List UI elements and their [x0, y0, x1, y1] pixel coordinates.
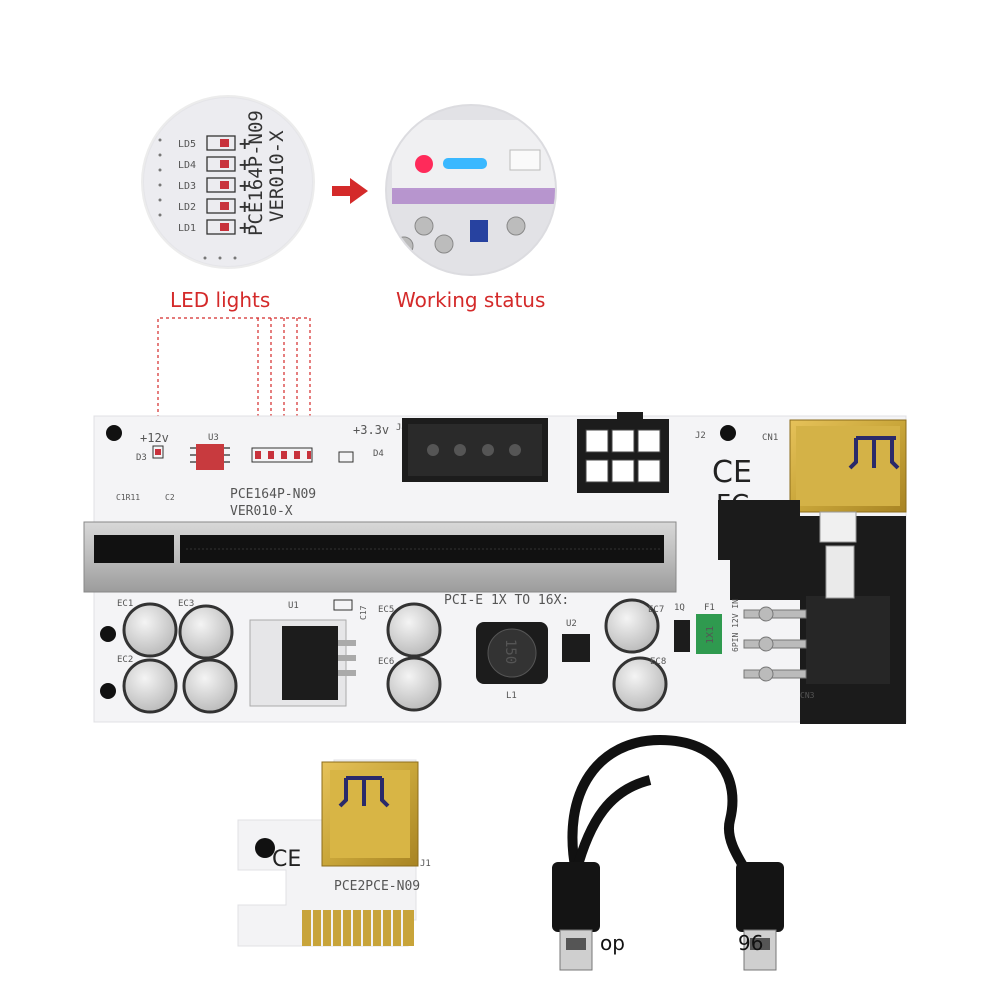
- blue-led-glow: [443, 158, 487, 169]
- board-model: PCE164P-N09: [230, 487, 316, 502]
- usb-ssu-icon: [848, 436, 900, 470]
- adapter-board: CE J1 PCE2PCE-N09: [237, 759, 431, 947]
- svg-text:C1R11: C1R11: [116, 493, 140, 502]
- svg-text:EC5: EC5: [378, 605, 394, 615]
- adapter-model: PCE2PCE-N09: [334, 879, 420, 894]
- svg-text:C17: C17: [359, 605, 368, 620]
- caption-working-status: Working status: [396, 288, 546, 312]
- ce-mark-icon: CE: [272, 847, 301, 872]
- zoom-board-text: PCE164P-N09: [245, 110, 267, 236]
- svg-text:J4: J4: [396, 423, 407, 433]
- zoom-led-lights: LD5 LD4 LD3 LD2 LD1 + + + + + PCE164P-N09: [141, 95, 315, 269]
- watermark-left: op: [600, 931, 625, 955]
- svg-text:+: +: [238, 134, 251, 153]
- svg-text:U2: U2: [566, 619, 577, 629]
- zoom-working-status: [385, 104, 557, 276]
- zoom-led-label: LD1: [178, 223, 196, 234]
- zoom-led-label: LD4: [178, 160, 196, 171]
- ce-mark-icon: CE: [712, 455, 752, 490]
- svg-text:J2: J2: [695, 431, 706, 441]
- zoom-led-label: LD2: [178, 202, 196, 213]
- led-row: [251, 447, 313, 463]
- usb-cable: op 96: [552, 734, 784, 971]
- svg-text:EC7: EC7: [648, 605, 664, 615]
- capacitor-group-middle: [386, 602, 442, 712]
- svg-text:CN1: CN1: [762, 433, 778, 443]
- svg-text:EC2: EC2: [117, 655, 133, 665]
- svg-text:+: +: [238, 218, 251, 237]
- svg-text:+: +: [238, 197, 251, 216]
- svg-text:J1: J1: [420, 859, 431, 869]
- svg-text:EC3: EC3: [178, 599, 194, 609]
- zoom-led-label-group: LD5 LD4 LD3 LD2 LD1: [178, 139, 196, 234]
- svg-text:EC6: EC6: [378, 657, 394, 667]
- caption-led-lights: LED lights: [170, 288, 271, 312]
- svg-text:+: +: [238, 155, 251, 174]
- svg-text:C2: C2: [165, 493, 175, 502]
- riser-board: +12v +3.3v D3 U3 J4 J2 CN1 D4 C1R11 C2 P…: [83, 412, 907, 724]
- capacitor-group-left: [122, 602, 238, 714]
- label-33v: +3.3v: [353, 423, 389, 437]
- capacitor-group-right: [604, 598, 668, 712]
- svg-text:1Q: 1Q: [674, 603, 685, 613]
- zoom-led-label: LD5: [178, 139, 196, 150]
- svg-text:6PIN 12V IN: 6PIN 12V IN: [731, 599, 740, 652]
- zoom-led-label: LD3: [178, 181, 196, 192]
- inductor-label: 150: [502, 639, 518, 664]
- svg-text:L1: L1: [506, 691, 517, 701]
- svg-text:D4: D4: [373, 449, 384, 459]
- svg-text:U3: U3: [208, 433, 219, 443]
- svg-text:1X1: 1X1: [705, 626, 716, 644]
- svg-text:U1: U1: [288, 601, 299, 611]
- red-led-glow: [415, 155, 433, 173]
- svg-text:EC8: EC8: [650, 657, 666, 667]
- svg-text:CN3: CN3: [800, 691, 815, 700]
- arrow-right-icon: [332, 178, 368, 204]
- slot-label: PCI-E 1X TO 16X:: [444, 593, 569, 608]
- label-12v: +12v: [140, 431, 169, 445]
- watermark-right: 96: [738, 931, 763, 955]
- zoom-board-text-2: VER010-X: [266, 130, 288, 222]
- svg-text:EC1: EC1: [117, 599, 133, 609]
- board-version: VER010-X: [230, 504, 293, 519]
- svg-text:F1: F1: [704, 603, 715, 613]
- svg-text:D3: D3: [136, 453, 147, 463]
- usb-ssu-icon: [338, 776, 390, 808]
- svg-text:+: +: [238, 176, 251, 195]
